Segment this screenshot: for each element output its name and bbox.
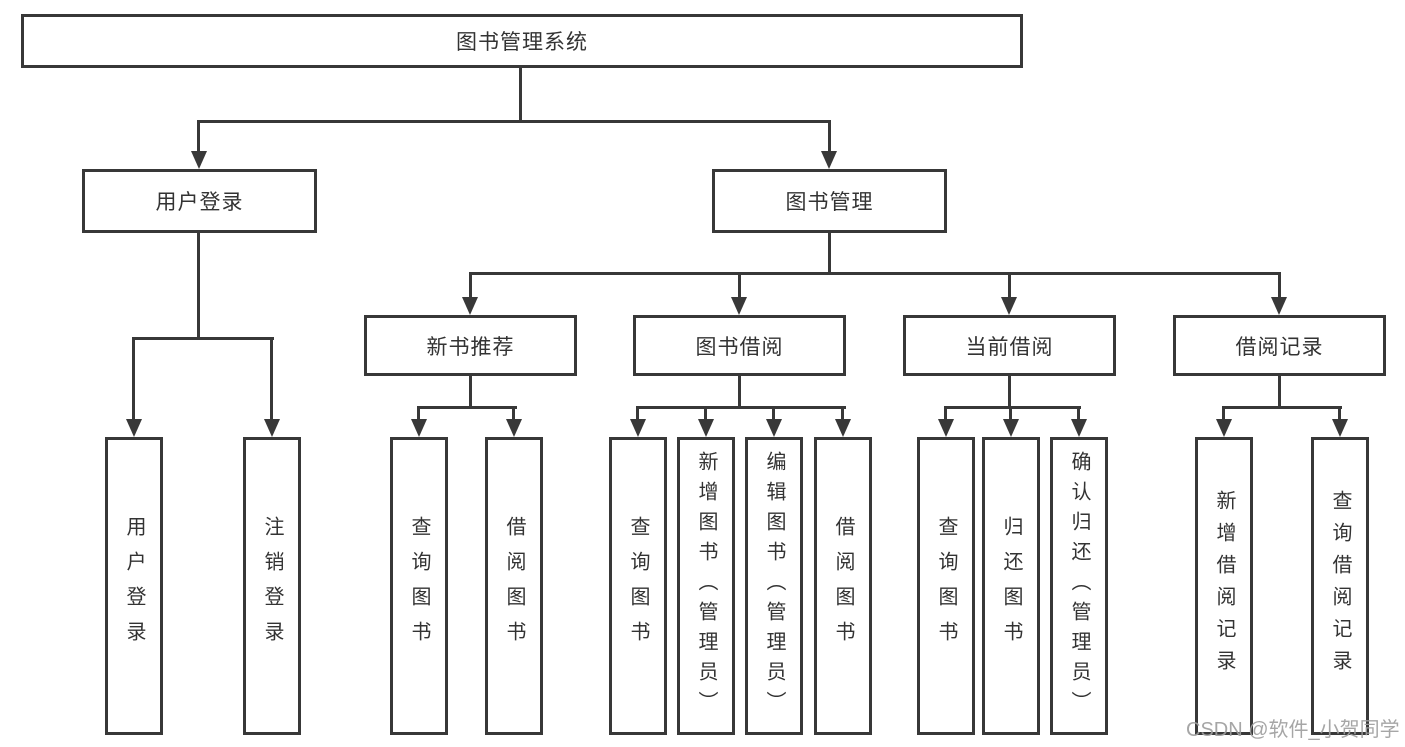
edge-borrow-records-stem — [1278, 272, 1281, 299]
arrowhead-leaf-borrow-recommend — [506, 419, 522, 437]
arrowhead-current-borrow — [1001, 297, 1017, 315]
leaf-query-books-current-label: 查询图书 — [935, 516, 957, 656]
leaf-add-books-admin: 新增图书（管理员） — [677, 437, 735, 735]
edge-borrow-records-bus — [1222, 406, 1342, 409]
node-current-borrow-label: 当前借阅 — [965, 335, 1054, 359]
node-user-login: 用户登录 — [82, 169, 317, 233]
edge-user-login-stem — [197, 120, 200, 153]
arrowhead-leaf-edit-books — [766, 419, 782, 437]
watermark: CSDN @软件_小贺同学 — [1186, 719, 1400, 741]
node-borrow-records: 借阅记录 — [1173, 315, 1386, 376]
leaf-query-books-recommend-label: 查询图书 — [408, 516, 430, 656]
arrowhead-leaf-return-books — [1003, 419, 1019, 437]
leaf-logout: 注销登录 — [243, 437, 301, 735]
leaf-add-borrow-record-label: 新增借阅记录 — [1213, 490, 1235, 682]
leaf-edit-books-admin-label: 编辑图书（管理员） — [763, 451, 785, 721]
edge-leaf-query-record-stem — [1338, 406, 1341, 422]
arrowhead-leaf-confirm-return — [1071, 419, 1087, 437]
edge-book-borrow-down — [738, 374, 741, 409]
edge-new-book-recommend-down — [469, 374, 472, 409]
node-new-book-recommend: 新书推荐 — [364, 315, 577, 376]
edge-leaf-add-books-stem — [704, 406, 707, 422]
leaf-edit-books-admin: 编辑图书（管理员） — [745, 437, 803, 735]
leaf-borrow-books-recommend: 借阅图书 — [485, 437, 543, 735]
arrowhead-borrow-records — [1271, 297, 1287, 315]
edge-leaf-query-recommend-stem — [417, 406, 420, 422]
edge-book-borrow-bus — [636, 406, 846, 409]
edge-root-stem — [519, 66, 522, 123]
leaf-add-borrow-record: 新增借阅记录 — [1195, 437, 1253, 735]
edge-borrow-records-down — [1278, 374, 1281, 409]
edge-leaf-user-login-stem — [132, 337, 135, 421]
edge-current-borrow-down — [1008, 374, 1011, 409]
leaf-borrow-books-label: 借阅图书 — [832, 516, 854, 656]
arrowhead-leaf-query-borrow — [630, 419, 646, 437]
leaf-logout-label: 注销登录 — [261, 516, 283, 656]
arrowhead-leaf-query-record — [1332, 419, 1348, 437]
leaf-borrow-books: 借阅图书 — [814, 437, 872, 735]
node-book-management: 图书管理 — [712, 169, 947, 233]
edge-book-borrow-stem — [738, 272, 741, 299]
leaf-borrow-books-recommend-label: 借阅图书 — [503, 516, 525, 656]
arrowhead-new-book-recommend — [462, 297, 478, 315]
arrowhead-user-login — [191, 151, 207, 169]
leaf-query-borrow-record: 查询借阅记录 — [1311, 437, 1369, 735]
arrowhead-leaf-borrow-books — [835, 419, 851, 437]
arrowhead-leaf-add-record — [1216, 419, 1232, 437]
edge-leaf-borrow-recommend-stem — [512, 406, 515, 422]
node-book-borrow: 图书借阅 — [633, 315, 846, 376]
arrowhead-leaf-user-login — [126, 419, 142, 437]
edge-user-login-down — [197, 231, 200, 340]
leaf-query-borrow-record-label: 查询借阅记录 — [1329, 490, 1351, 682]
edge-user-login-bus — [132, 337, 274, 340]
arrowhead-leaf-query-recommend — [411, 419, 427, 437]
leaf-return-books-label: 归还图书 — [1000, 516, 1022, 656]
node-book-borrow-label: 图书借阅 — [695, 335, 784, 359]
edge-current-borrow-stem — [1008, 272, 1011, 299]
edge-leaf-return-books-stem — [1009, 406, 1012, 422]
leaf-query-books-current: 查询图书 — [917, 437, 975, 735]
edge-leaf-logout-stem — [270, 337, 273, 421]
edge-book-management-stem — [828, 120, 831, 153]
arrowhead-leaf-add-books — [698, 419, 714, 437]
leaf-return-books: 归还图书 — [982, 437, 1040, 735]
leaf-confirm-return-admin-label: 确认归还（管理员） — [1068, 451, 1090, 721]
edge-leaf-query-current-stem — [944, 406, 947, 422]
arrowhead-book-borrow — [731, 297, 747, 315]
edge-new-book-recommend-stem — [469, 272, 472, 299]
node-current-borrow: 当前借阅 — [903, 315, 1116, 376]
edge-new-book-recommend-bus — [417, 406, 517, 409]
leaf-query-books-recommend: 查询图书 — [390, 437, 448, 735]
arrowhead-leaf-query-current — [938, 419, 954, 437]
edge-leaf-confirm-return-stem — [1077, 406, 1080, 422]
edge-level3-bus — [469, 272, 1281, 275]
arrowhead-book-management — [821, 151, 837, 169]
leaf-query-books-borrow-label: 查询图书 — [627, 516, 649, 656]
edge-leaf-edit-books-stem — [772, 406, 775, 422]
node-new-book-recommend-label: 新书推荐 — [426, 335, 515, 359]
edge-leaf-borrow-books-stem — [841, 406, 844, 422]
node-book-management-label: 图书管理 — [785, 191, 874, 214]
edge-current-borrow-bus — [944, 406, 1081, 409]
node-root-label: 图书管理系统 — [456, 31, 588, 54]
node-root: 图书管理系统 — [21, 14, 1023, 68]
arrowhead-leaf-logout — [264, 419, 280, 437]
node-user-login-label: 用户登录 — [155, 191, 244, 214]
leaf-query-books-borrow: 查询图书 — [609, 437, 667, 735]
leaf-user-login-label: 用户登录 — [123, 516, 145, 656]
edge-level2-bus — [197, 120, 831, 123]
leaf-add-books-admin-label: 新增图书（管理员） — [695, 451, 717, 721]
edge-leaf-query-borrow-stem — [636, 406, 639, 422]
edge-book-management-down — [828, 231, 831, 275]
node-borrow-records-label: 借阅记录 — [1235, 335, 1324, 359]
leaf-confirm-return-admin: 确认归还（管理员） — [1050, 437, 1108, 735]
edge-leaf-add-record-stem — [1222, 406, 1225, 422]
leaf-user-login: 用户登录 — [105, 437, 163, 735]
